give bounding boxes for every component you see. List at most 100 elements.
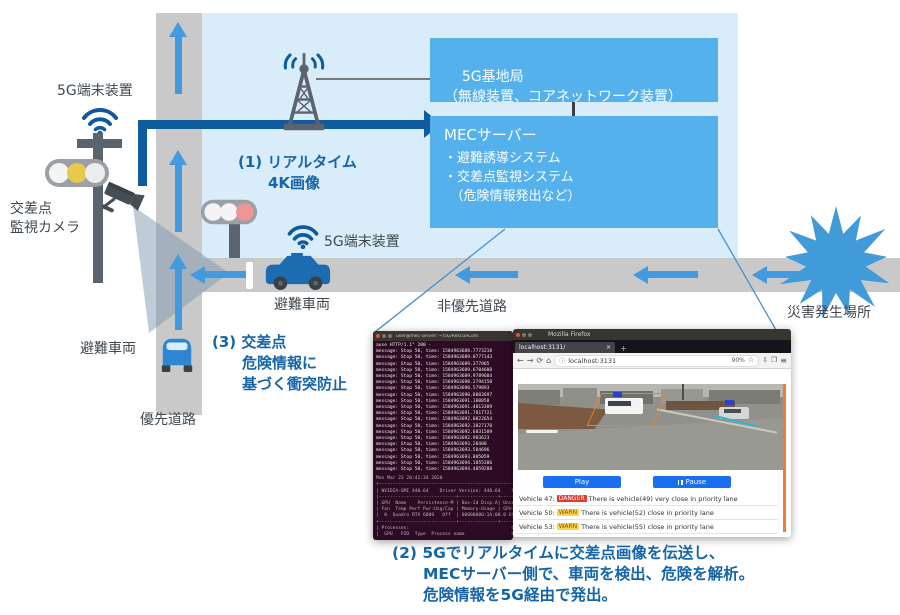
firefox-window-title: Mozilla Firefox bbox=[548, 331, 591, 338]
play-label: Play bbox=[574, 478, 590, 486]
alert-badge-warn: WARN bbox=[556, 523, 580, 530]
url-text: localhost:3131 bbox=[568, 356, 617, 365]
terminal-log-lines: ause HTTP/1.1" 200 - message: Stop 50, t… bbox=[376, 343, 493, 473]
left-arrow-4-head bbox=[752, 266, 767, 284]
alert-row: Vehicle 53: WARN There is vehicle(55) cl… bbox=[516, 520, 778, 534]
library-icon[interactable]: ❐ bbox=[771, 356, 778, 364]
firefox-titlebar: Mozilla Firefox bbox=[513, 329, 791, 340]
alert-message-list: Vehicle 47: DANGER There is vehicle(49) … bbox=[516, 492, 778, 534]
intersection-camera-feed bbox=[518, 384, 783, 470]
left-arrow-1-head bbox=[190, 266, 205, 284]
alert-text: There is vehicle(52) close in priority l… bbox=[581, 508, 714, 517]
left-arrow-2 bbox=[470, 271, 518, 278]
pause-button[interactable]: Pause bbox=[653, 476, 731, 488]
feed-vehicle-id-chip-1 bbox=[613, 391, 623, 397]
firefox-scrollbar[interactable] bbox=[783, 384, 786, 532]
left-arrow-1 bbox=[205, 271, 247, 278]
alert-vehicle: Vehicle 53: bbox=[519, 522, 555, 531]
step3-text: (3) 交差点 危険情報に 基づく衝突防止 bbox=[212, 333, 348, 393]
reload-icon[interactable]: ⟳ bbox=[536, 355, 544, 365]
feed-guardrail bbox=[525, 429, 558, 433]
up-arrow-1 bbox=[175, 36, 182, 94]
zoom-level[interactable]: 90% bbox=[731, 357, 745, 364]
uplink-arrow-vertical bbox=[138, 122, 147, 186]
terminal-nvidia-smi: Mon Mar 23 20:41:34 2020 +--------------… bbox=[376, 476, 513, 538]
firefox-close-button[interactable] bbox=[516, 332, 520, 337]
evacuation-car-side-icon bbox=[265, 252, 331, 290]
alert-badge-warn: WARN bbox=[556, 509, 580, 516]
firefox-minimize-button[interactable] bbox=[522, 332, 526, 337]
terminal-window: user@mec-server: ~/5G/RescueCom ause HTT… bbox=[373, 331, 513, 540]
firefox-active-tab[interactable]: localhost:3131/ × bbox=[515, 342, 615, 353]
alert-text: There is vehicle(49) very close in prior… bbox=[588, 494, 738, 503]
play-button[interactable]: Play bbox=[543, 476, 621, 488]
downloads-icon[interactable]: ⇩ bbox=[762, 356, 769, 364]
step1-text: (1) リアルタイム 4K画像 bbox=[238, 153, 357, 192]
firefox-tabbar: localhost:3131/ × + bbox=[513, 340, 791, 353]
traffic-signal-left bbox=[45, 159, 109, 187]
alert-vehicle: Vehicle 47: bbox=[519, 494, 555, 503]
car-windows bbox=[723, 408, 742, 413]
evac-vehicle-left-label: 避難車両 bbox=[80, 341, 136, 357]
pause-icon bbox=[677, 479, 683, 485]
mec-server-box: MECサーバー ・避難誘導システム ・交差点監視システム （危険情報発出など） bbox=[430, 116, 718, 228]
traffic-signal-intersection bbox=[200, 199, 258, 225]
feed-building bbox=[563, 388, 598, 406]
terminal-title: user@mec-server: ~/5G/RescueCom bbox=[396, 333, 479, 339]
pause-label: Pause bbox=[685, 478, 707, 486]
left-arrow-4 bbox=[767, 271, 805, 278]
terminal-maximize-button[interactable] bbox=[388, 334, 392, 338]
wifi-icon-car bbox=[287, 225, 319, 249]
alert-vehicle: Vehicle 50: bbox=[519, 508, 555, 517]
box-connector bbox=[572, 102, 575, 116]
feed-building bbox=[518, 390, 561, 405]
terminal-titlebar: user@mec-server: ~/5G/RescueCom bbox=[373, 331, 513, 341]
mec-server-title: MECサーバー bbox=[444, 126, 537, 144]
feed-building bbox=[661, 389, 704, 404]
5g-antenna-tower-icon bbox=[283, 53, 325, 131]
alert-row: Vehicle 47: DANGER There is vehicle(49) … bbox=[516, 492, 778, 506]
firefox-maximize-button[interactable] bbox=[528, 332, 532, 337]
left-arrow-3-head bbox=[633, 266, 648, 284]
terminal-minimize-button[interactable] bbox=[382, 334, 386, 338]
tab-close-icon[interactable]: × bbox=[605, 344, 611, 351]
up-arrow-2-head bbox=[169, 150, 187, 165]
feed-vehicle-id-chip-2 bbox=[724, 400, 734, 406]
disaster-burst bbox=[780, 206, 890, 319]
evacuation-car-front-icon bbox=[161, 338, 193, 372]
tab-title: localhost:3131/ bbox=[519, 344, 566, 351]
wifi-icon-pole bbox=[82, 108, 118, 136]
left-arrow-2-head bbox=[455, 266, 470, 284]
url-bar[interactable]: ⓘ localhost:3131 90% ☆ bbox=[554, 354, 760, 367]
terminal-car-label: 5G端末装置 bbox=[324, 234, 400, 250]
forward-icon[interactable]: → bbox=[526, 355, 534, 365]
feed-detected-van bbox=[605, 397, 643, 415]
feed-chimney bbox=[682, 384, 684, 400]
base-station-text: 5G基地局 （無線装置、コアネットワーク装置） bbox=[444, 69, 682, 105]
alert-row: Vehicle 50: WARN There is vehicle(52) cl… bbox=[516, 506, 778, 520]
back-icon[interactable]: ← bbox=[517, 355, 524, 365]
site-info-icon[interactable]: ⓘ bbox=[559, 358, 566, 365]
mec-server-items: ・避難誘導システム ・交差点監視システム （危険情報発出など） bbox=[444, 151, 581, 204]
up-arrow-3-head bbox=[169, 254, 187, 269]
camera-label: 交差点 監視カメラ bbox=[10, 201, 80, 236]
terminal-pole-label: 5G端末装置 bbox=[57, 83, 133, 99]
up-arrow-2 bbox=[175, 164, 182, 232]
priority-road-label: 優先道路 bbox=[140, 412, 196, 428]
camera-pole bbox=[93, 133, 103, 283]
up-arrow-1-head bbox=[169, 22, 187, 37]
terminal-close-button[interactable] bbox=[376, 334, 380, 338]
terminal-body: ause HTTP/1.1" 200 - message: Stop 50, t… bbox=[373, 341, 513, 540]
bookmark-star-icon[interactable]: ☆ bbox=[747, 356, 755, 364]
signal2-pole bbox=[229, 224, 240, 258]
home-icon[interactable]: ⌂ bbox=[546, 355, 552, 365]
alert-text: There is vehicle(55) close in priority l… bbox=[581, 522, 714, 531]
up-arrow-3 bbox=[175, 268, 182, 330]
stop-line bbox=[246, 262, 253, 289]
alert-badge-danger: DANGER bbox=[556, 495, 587, 502]
step2-text: (2) 5Gでリアルタイムに交差点画像を伝送し、 MECサーバー側で、車両を検出… bbox=[392, 544, 755, 604]
surveillance-camera-icon bbox=[102, 181, 145, 213]
new-tab-icon[interactable]: + bbox=[620, 344, 627, 353]
menu-icon[interactable]: ≡ bbox=[780, 355, 787, 365]
